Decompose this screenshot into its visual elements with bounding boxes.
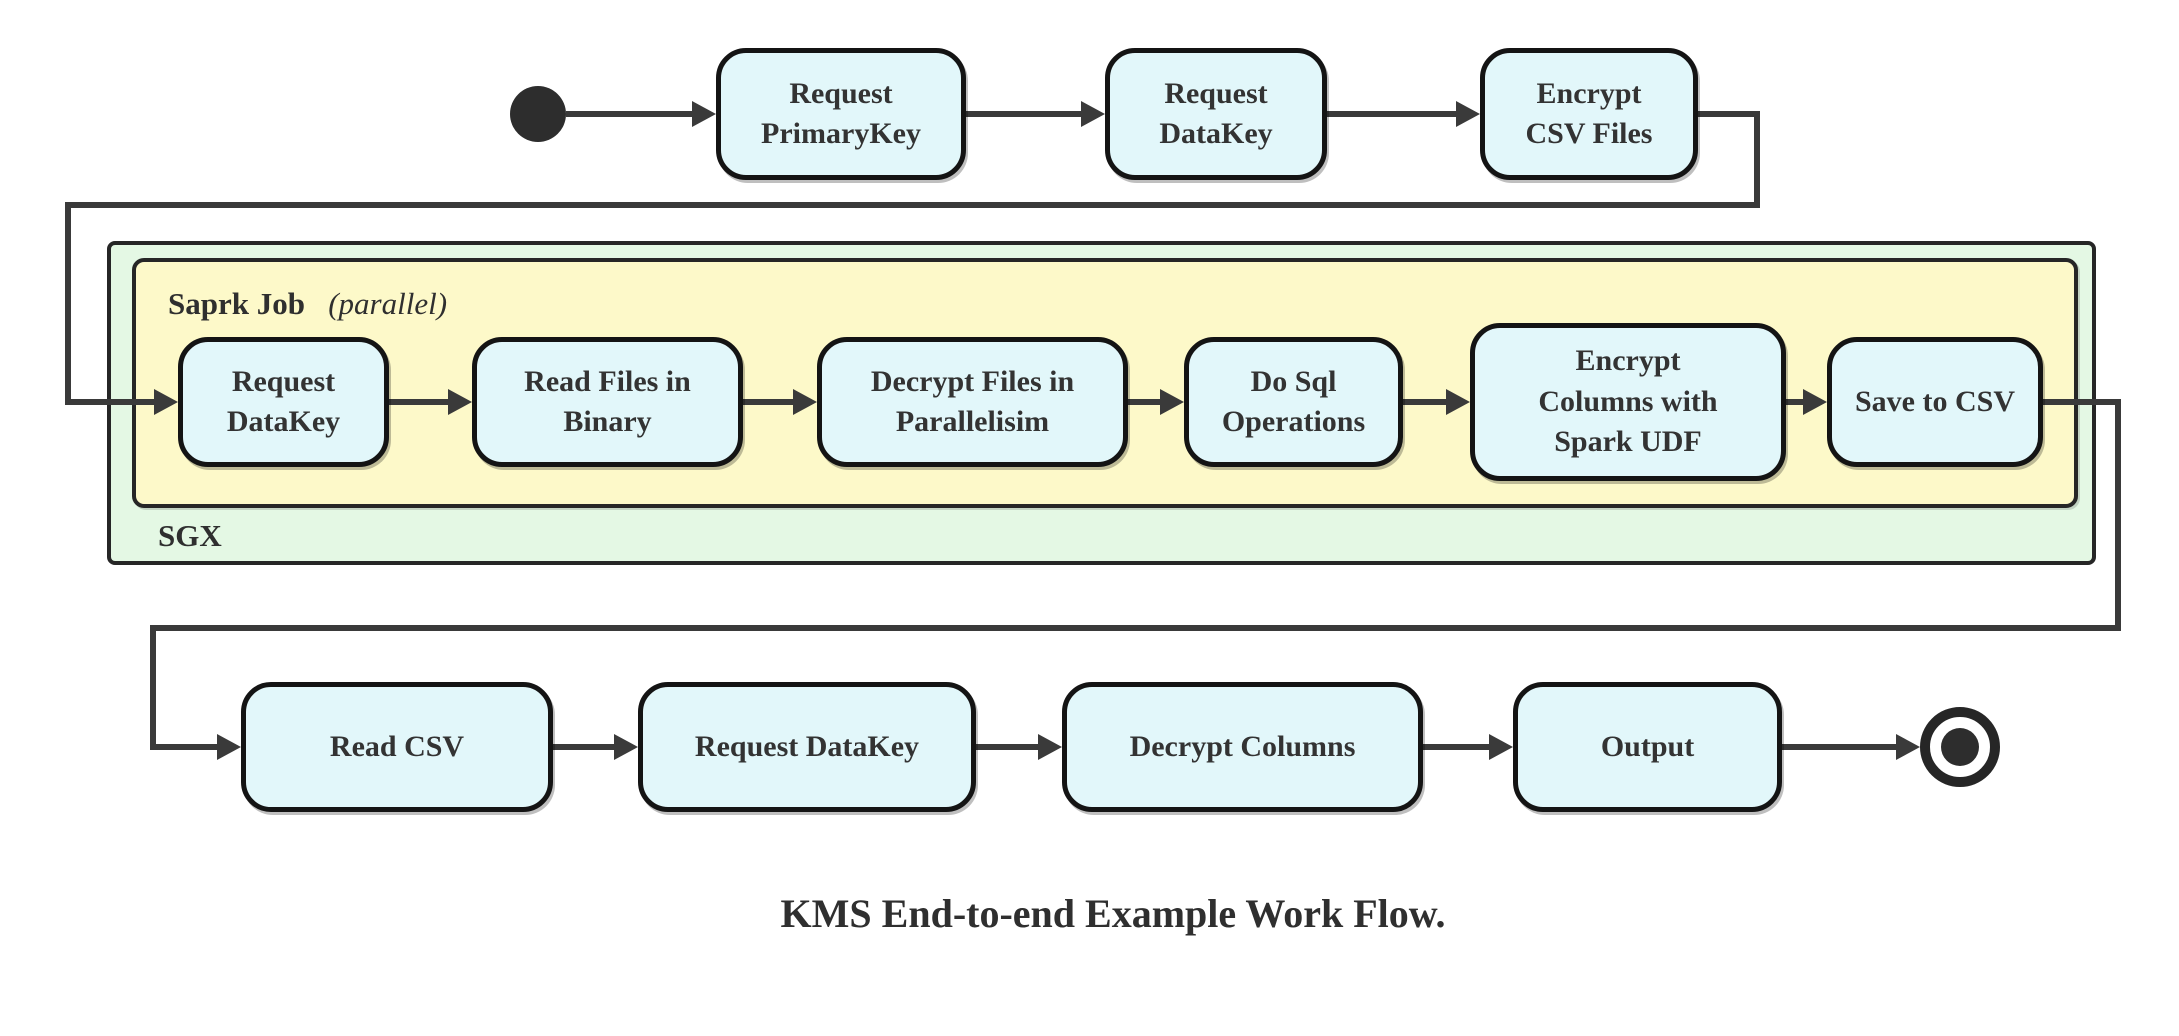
node-decrypt-columns: Decrypt Columns bbox=[1062, 682, 1423, 812]
edge-request-datakey-to-encrypt-csv bbox=[1327, 111, 1458, 117]
sgx-label: SGX bbox=[158, 518, 222, 553]
node-request-datakey-bottom: Request DataKey bbox=[638, 682, 976, 812]
edge-decrypt-files-to-do-sql bbox=[1128, 399, 1162, 405]
edge-encrypt-columns-to-save-csv bbox=[1786, 399, 1805, 405]
end-node-dot bbox=[1941, 728, 1979, 766]
node-request-datakey-sgx: Request DataKey bbox=[178, 337, 389, 467]
edge-arrowhead bbox=[692, 101, 716, 127]
node-encrypt-columns-with-spark-udf: Encrypt Columns with Spark UDF bbox=[1470, 323, 1786, 481]
edge-arrowhead bbox=[1038, 734, 1062, 760]
edge-request-primarykey-to-request-datakey bbox=[966, 111, 1083, 117]
node-request-datakey-top: Request DataKey bbox=[1105, 48, 1327, 180]
edge-output-to-end bbox=[1782, 744, 1898, 750]
edge-encrypt-csv-across bbox=[65, 202, 1760, 208]
edge-save-csv-out-right bbox=[2043, 399, 2121, 405]
start-node-icon bbox=[510, 86, 566, 142]
edge-arrowhead bbox=[448, 389, 472, 415]
edge-to-read-csv-right bbox=[150, 744, 219, 750]
edge-arrowhead bbox=[1446, 389, 1470, 415]
end-node-icon bbox=[1920, 707, 2000, 787]
edge-arrowhead bbox=[1896, 734, 1920, 760]
edge-decrypt-columns-to-output bbox=[1423, 744, 1491, 750]
edge-into-sgx-right bbox=[65, 399, 156, 405]
edge-arrowhead bbox=[154, 389, 178, 415]
edge-arrowhead bbox=[614, 734, 638, 760]
edge-arrowhead bbox=[1489, 734, 1513, 760]
edge-request-datakey-to-decrypt-columns bbox=[976, 744, 1040, 750]
edge-encrypt-csv-down bbox=[1754, 111, 1760, 208]
edge-arrowhead bbox=[1803, 389, 1827, 415]
diagram-caption: KMS End-to-end Example Work Flow. bbox=[780, 891, 1446, 936]
node-read-csv: Read CSV bbox=[241, 682, 553, 812]
spark-job-title: Saprk Job bbox=[168, 286, 305, 321]
edge-arrowhead bbox=[793, 389, 817, 415]
spark-job-label: Saprk Job (parallel) bbox=[168, 286, 447, 322]
edge-into-sgx-down bbox=[65, 202, 71, 405]
edge-read-csv-to-request-datakey bbox=[553, 744, 616, 750]
edge-read-files-to-decrypt-files bbox=[743, 399, 795, 405]
edge-save-csv-across bbox=[150, 625, 2121, 631]
edge-arrowhead bbox=[1456, 101, 1480, 127]
edge-sgx-datakey-to-read-files bbox=[389, 399, 450, 405]
edge-encrypt-csv-out-right bbox=[1698, 111, 1760, 117]
edge-save-csv-down bbox=[2115, 399, 2121, 631]
node-decrypt-files-in-parallelisim: Decrypt Files in Parallelisim bbox=[817, 337, 1128, 467]
edge-do-sql-to-encrypt-columns bbox=[1403, 399, 1448, 405]
node-save-to-csv: Save to CSV bbox=[1827, 337, 2043, 467]
edge-arrowhead bbox=[217, 734, 241, 760]
node-encrypt-csv-files: Encrypt CSV Files bbox=[1480, 48, 1698, 180]
node-do-sql-operations: Do Sql Operations bbox=[1184, 337, 1403, 467]
edge-arrowhead bbox=[1160, 389, 1184, 415]
node-request-primarykey: Request PrimaryKey bbox=[716, 48, 966, 180]
node-output: Output bbox=[1513, 682, 1782, 812]
node-read-files-in-binary: Read Files in Binary bbox=[472, 337, 743, 467]
spark-job-subtitle: (parallel) bbox=[328, 286, 448, 321]
edge-to-read-csv-down bbox=[150, 625, 156, 750]
edge-start-to-request-primarykey bbox=[566, 111, 696, 117]
edge-arrowhead bbox=[1081, 101, 1105, 127]
